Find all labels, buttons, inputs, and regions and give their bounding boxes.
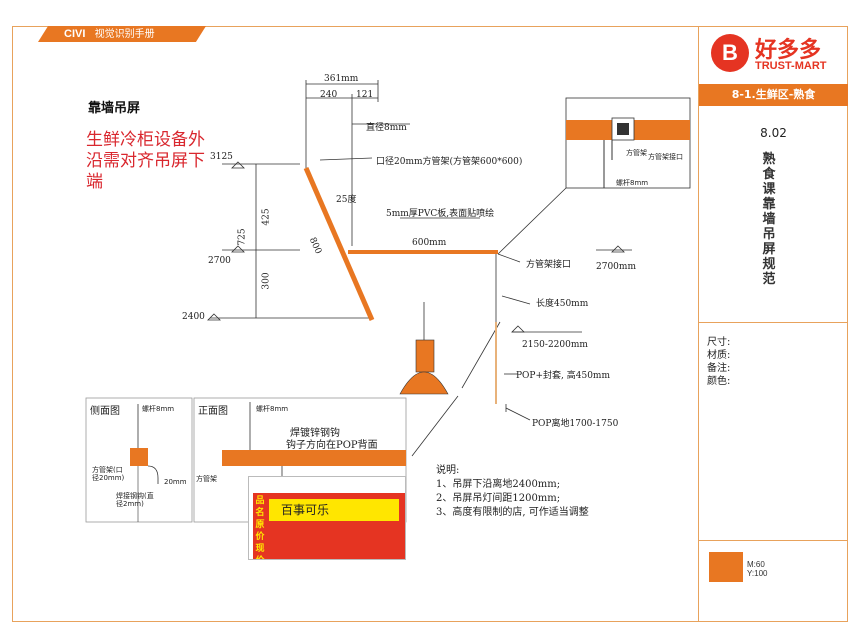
spec-material: 材质:: [707, 350, 731, 361]
height-3125: 3125: [210, 152, 233, 162]
spec-size: 尺寸:: [707, 337, 731, 348]
label-tube: 口径20mm方管架(方管架600*600): [376, 157, 523, 167]
front-view-title: 正面图: [198, 406, 228, 417]
logo-cn: 好多多: [755, 38, 822, 63]
inset-tube-label: 方管架: [626, 149, 647, 157]
label-450: 长度450mm: [536, 299, 589, 309]
right-column: B 好多多 TRUST-MART 8-1.生鲜区-熟食 8.02 熟食课靠墙吊屏…: [698, 26, 848, 622]
label-pop-ground: POP离地1700-1750: [532, 419, 619, 429]
label-pop-cover: POP+封套, 高450mm: [516, 371, 610, 381]
height-2700-right: 2700mm: [596, 262, 636, 272]
height-300: 300: [261, 272, 272, 290]
swatch-label: M:60 Y:100: [747, 560, 767, 578]
pop-board: 品名 原价 现价¥ 百事可乐: [248, 476, 406, 560]
label-joint: 方管架接口: [526, 260, 572, 270]
color-swatch: [709, 552, 743, 582]
section-number: 8.02: [760, 126, 787, 140]
label-angle: 25度: [336, 195, 357, 205]
hook-note-2: 钩子方向在POP背面: [286, 440, 378, 451]
height-2400: 2400: [182, 312, 205, 322]
notes-heading: 说明:: [436, 465, 460, 476]
front-screw-label: 螺杆8mm: [256, 405, 289, 413]
side-tube-label: 方管架(口径20mm): [92, 466, 125, 482]
inset-screw-label: 螺杆8mm: [616, 179, 649, 187]
side-hook-label: 焊接钢钩(直径2mm): [116, 492, 154, 508]
notes: 说明: 1、吊屏下沿离地2400mm; 2、吊屏吊灯间距1200mm; 3、高度…: [436, 464, 589, 520]
logo-en: TRUST-MART: [755, 60, 827, 72]
pop-label-original: 原价: [255, 520, 265, 542]
swatch-m: M:60: [747, 560, 765, 569]
vertical-title: 熟食课靠墙吊屏规范: [762, 152, 776, 287]
side-screw-label: 螺杆8mm: [142, 405, 175, 413]
header-subtitle: 视觉识别手册: [94, 29, 155, 40]
label-600: 600mm: [412, 238, 447, 248]
pop-label-current: 现价¥: [255, 544, 265, 559]
red-note: 生鲜冷柜设备外沿需对齐吊屏下端: [86, 130, 205, 192]
spec-remark: 备注:: [707, 363, 731, 374]
label-range: 2150-2200mm: [522, 340, 588, 350]
divider: [699, 322, 848, 323]
hook-note-1: 焊镀锌钢钩: [290, 428, 340, 439]
spec-list: 尺寸: 材质: 备注: 颜色:: [707, 336, 730, 388]
label-diameter: 直径8mm: [366, 123, 407, 133]
note-2: 2、吊屏吊灯间距1200mm;: [436, 493, 561, 504]
note-1: 1、吊屏下沿离地2400mm;: [436, 479, 561, 490]
swatch-y: Y:100: [747, 569, 768, 578]
dim-121: 121: [356, 90, 374, 100]
front-tube-label: 方管架: [196, 475, 217, 483]
spec-color: 颜色:: [707, 376, 731, 387]
brand-name: CIVI: [64, 28, 86, 40]
logo-mark-icon: B: [711, 34, 749, 72]
page-title: 靠墙吊屏: [88, 101, 141, 116]
height-425: 425: [261, 208, 272, 226]
pop-price-card: 品名 原价 现价¥ 百事可乐: [253, 493, 405, 559]
section-name: 8-1.生鲜区-熟食: [699, 84, 848, 106]
page-frame: [12, 26, 848, 622]
logo: B 好多多 TRUST-MART: [711, 30, 837, 80]
height-725: 725: [237, 228, 248, 246]
dim-361: 361mm: [324, 74, 359, 84]
pop-side-labels: 品名 原价 现价¥: [253, 495, 267, 559]
height-2700-left: 2700: [208, 256, 231, 266]
side-view-title: 侧面图: [90, 406, 120, 417]
pop-product-name: 百事可乐: [269, 499, 399, 521]
header-tab: CIVI 视觉识别手册: [38, 26, 206, 42]
side-20-label: 20mm: [164, 478, 187, 486]
label-pvc: 5mm厚PVC板,表面贴喷绘: [386, 209, 495, 219]
divider: [699, 540, 848, 541]
note-3: 3、高度有限制的店, 可作适当调整: [436, 507, 589, 518]
dim-240: 240: [320, 90, 338, 100]
pop-label-name: 品名: [255, 496, 265, 518]
inset-joint-label: 方管架接口: [648, 153, 683, 161]
